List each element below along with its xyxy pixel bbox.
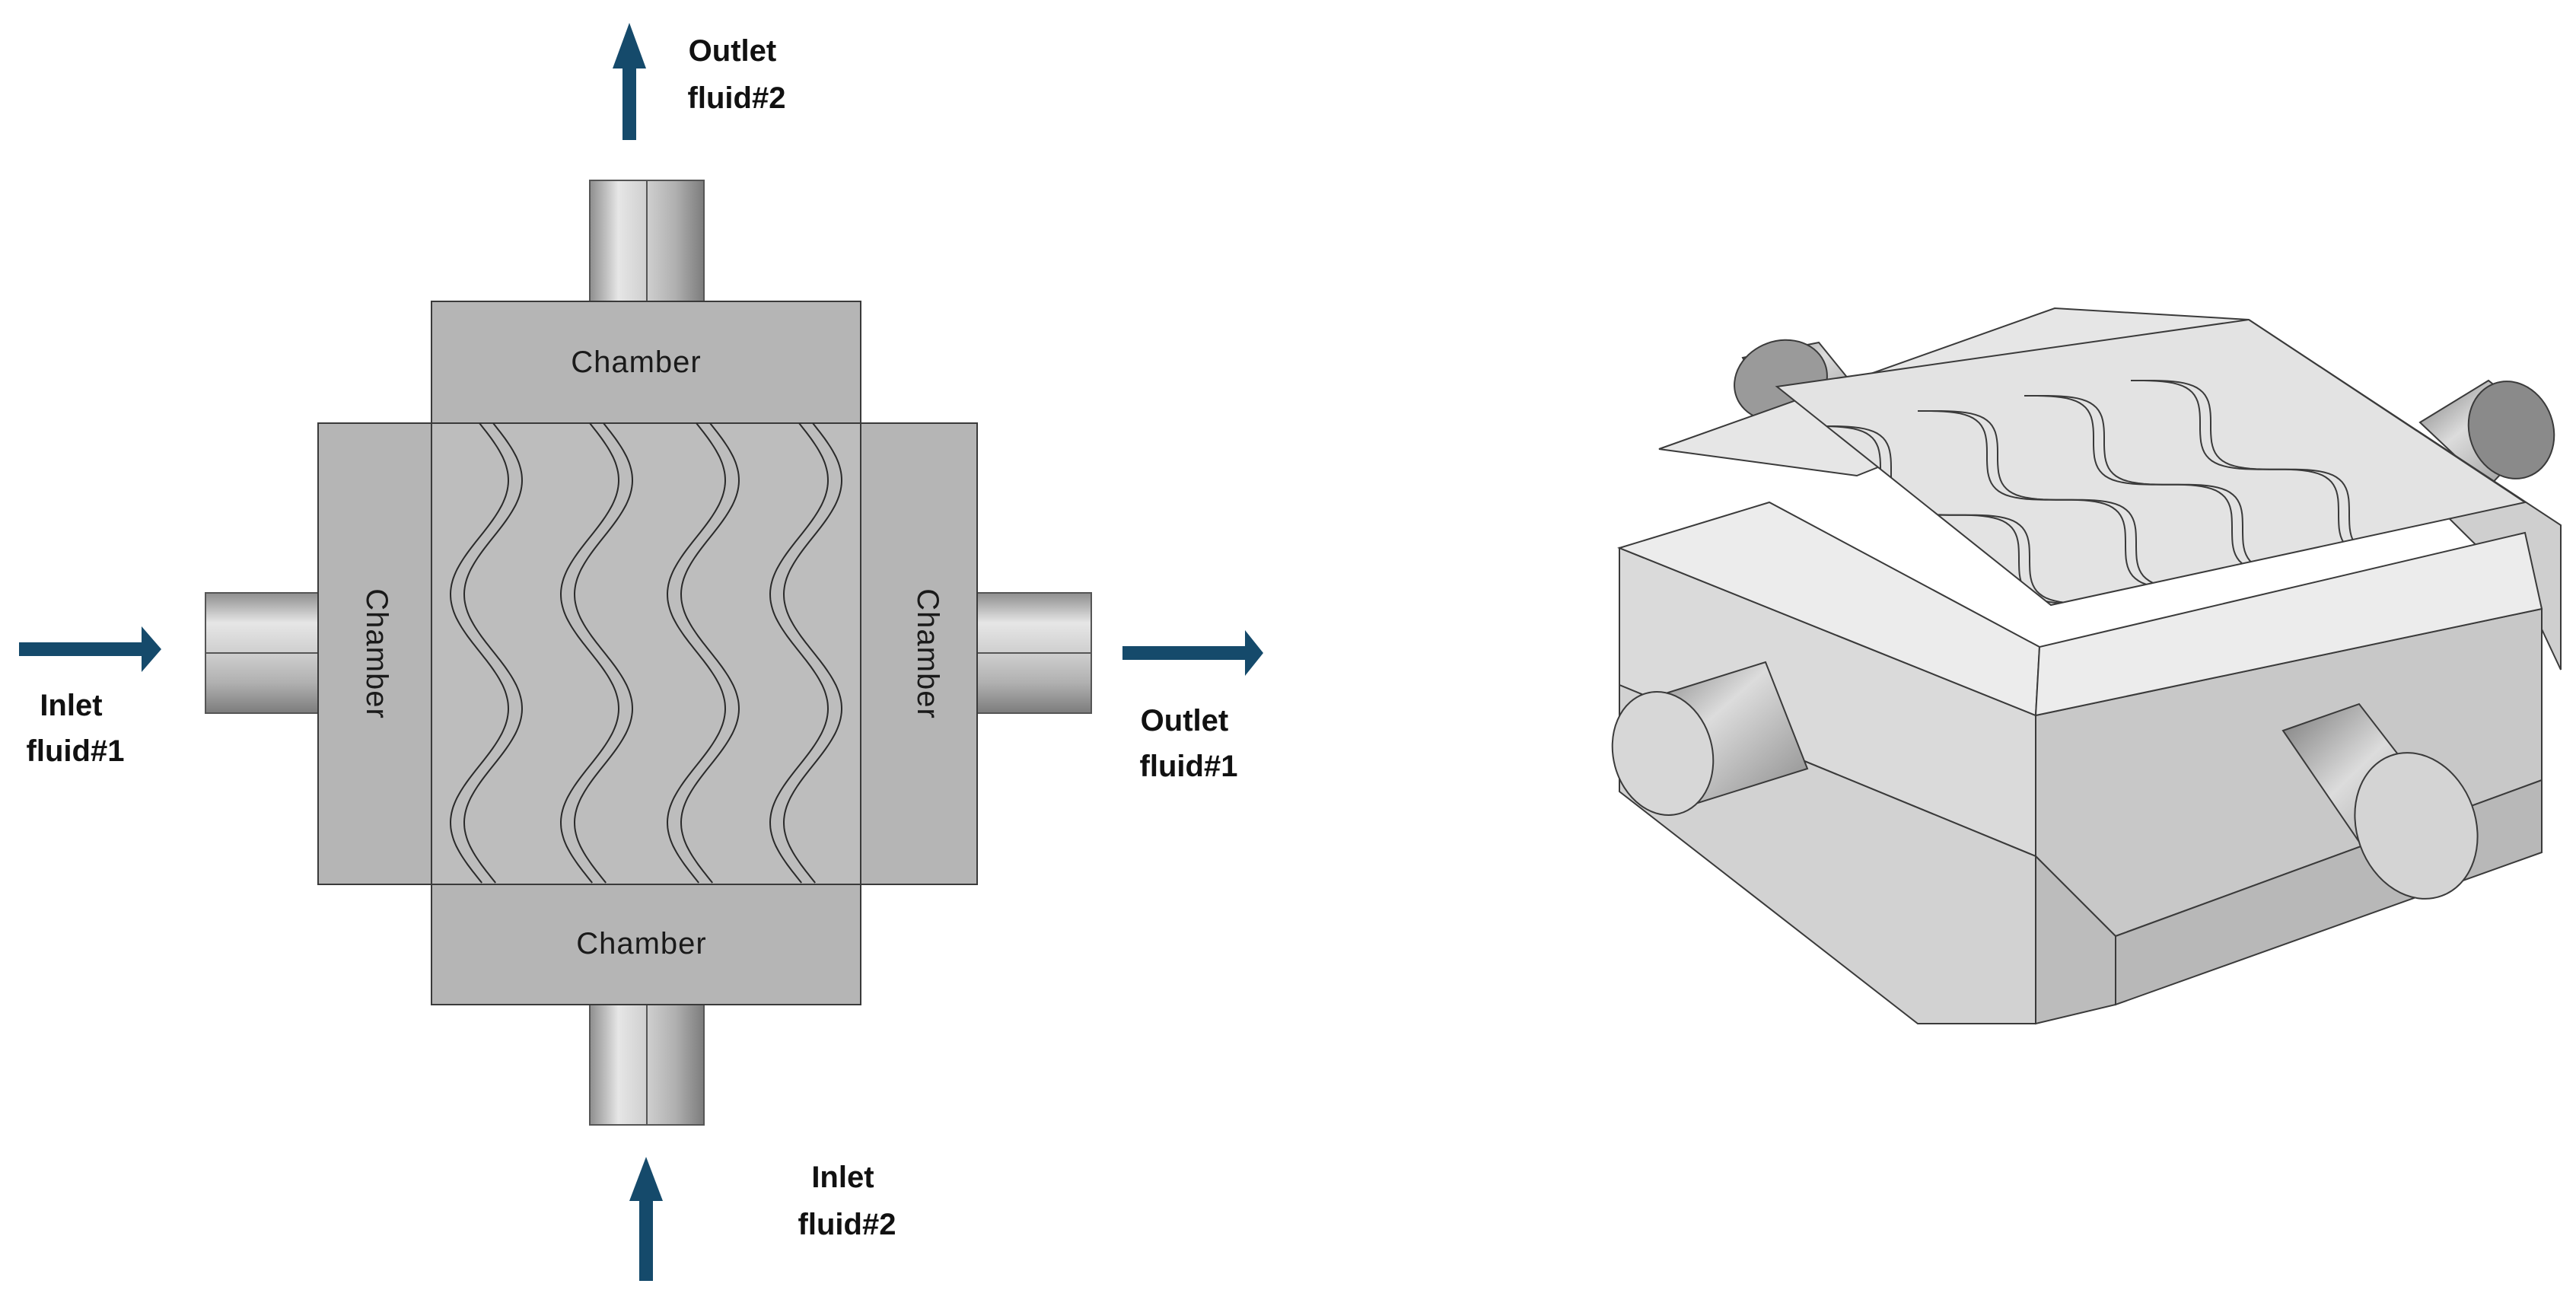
arrow-up-outlet-fluid2 — [613, 23, 646, 140]
arrow-right-inlet-fluid1 — [19, 626, 161, 672]
channel-line — [449, 423, 510, 884]
chamber-label-bottom: Chamber — [576, 927, 707, 960]
top-chamber — [431, 301, 861, 425]
channel-line — [680, 423, 740, 884]
plate-core — [431, 422, 861, 885]
left-pipe — [205, 592, 320, 714]
wavy-channels — [449, 423, 843, 884]
channel-line — [666, 423, 727, 884]
left-chamber — [317, 422, 434, 885]
chamber-label-left: Chamber — [360, 588, 393, 719]
arrow-right-outlet-fluid1 — [1122, 630, 1263, 676]
iso-top-surface — [1775, 318, 2527, 607]
channel-line — [463, 423, 524, 884]
iso-front-right-block — [2034, 531, 2543, 1025]
isometric-view — [1611, 307, 2562, 1025]
label-inlet-fluid1: Inlet fluid#1 — [27, 689, 125, 768]
iso-front-right-pipe — [2281, 702, 2479, 900]
channel-line — [559, 423, 620, 884]
chamber-label-right: Chamber — [911, 588, 944, 719]
channel-line — [769, 423, 829, 884]
label-outlet-fluid1: Outlet fluid#1 — [1140, 704, 1238, 783]
iso-front-left-pipe — [1611, 661, 1809, 816]
channel-line — [573, 423, 634, 884]
arrow-up-inlet-fluid2 — [629, 1157, 663, 1281]
bottom-pipe — [589, 1002, 705, 1126]
channel-line — [782, 423, 843, 884]
bottom-chamber — [431, 882, 861, 1005]
label-inlet-fluid2: Inlet fluid#2 — [798, 1161, 896, 1241]
iso-back-right-pipe — [2418, 379, 2555, 489]
right-pipe — [976, 592, 1092, 714]
top-view-schematic: Chamber Chamber Chamber Chamber Outlet f… — [19, 23, 1263, 1281]
label-outlet-fluid2: Outlet fluid#2 — [688, 34, 786, 115]
top-pipe — [589, 180, 705, 303]
chamber-label-top: Chamber — [571, 346, 702, 379]
